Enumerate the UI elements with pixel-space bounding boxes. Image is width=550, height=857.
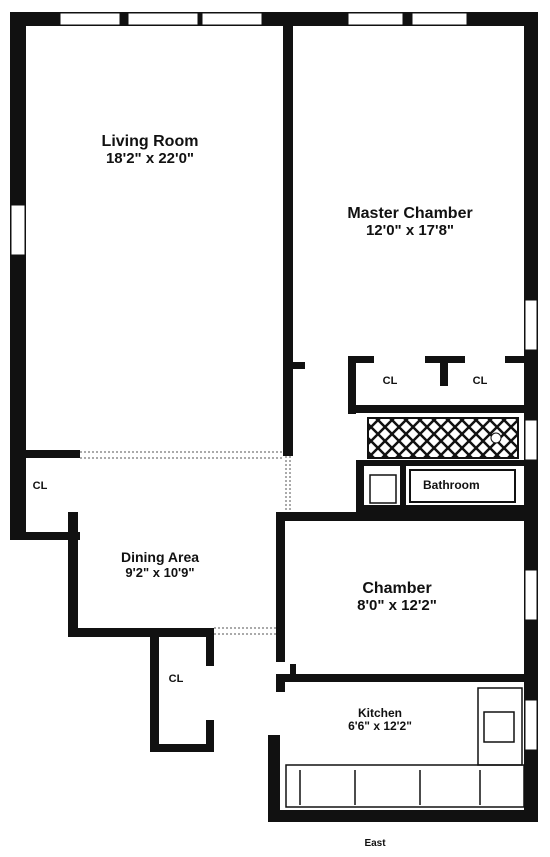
kitchen-counter xyxy=(285,687,525,808)
closet-label-master-left: CL xyxy=(382,375,398,387)
kitchen-dimensions: 6'6" x 12'2" xyxy=(348,719,412,734)
bathroom-label: Bathroom xyxy=(423,478,480,492)
closet-label-living: CL xyxy=(32,480,48,492)
toilet xyxy=(369,474,397,504)
tub-drain xyxy=(490,432,502,444)
living-room-name: Living Room xyxy=(101,133,199,150)
kitchen-label: Kitchen 6'6" x 12'2" xyxy=(348,706,412,734)
living-room-label: Living Room 18'2" x 22'0" xyxy=(102,133,199,168)
door-marks xyxy=(268,664,296,745)
dining-area-name: Dining Area xyxy=(120,549,200,565)
master-chamber-dimensions: 12'0" x 17'8" xyxy=(365,221,455,239)
compass-direction: East xyxy=(364,838,386,849)
chamber-dimensions: 8'0" x 12'2" xyxy=(357,596,437,614)
kitchen-name: Kitchen xyxy=(357,706,403,720)
openings xyxy=(80,451,291,635)
interior-walls xyxy=(276,26,525,692)
chamber-label: Chamber 8'0" x 12'2" xyxy=(357,580,437,615)
master-chamber-name: Master Chamber xyxy=(347,205,473,222)
dining-area-label: Dining Area 9'2" x 10'9" xyxy=(120,549,200,580)
chamber-name: Chamber xyxy=(362,580,432,597)
closet-label-dining: CL xyxy=(168,673,184,685)
master-chamber-label: Master Chamber 12'0" x 17'8" xyxy=(347,205,472,240)
dining-area-dimensions: 9'2" x 10'9" xyxy=(125,564,195,580)
bath-fixture xyxy=(409,469,516,503)
living-room-dimensions: 18'2" x 22'0" xyxy=(105,149,195,167)
closet-label-master-right: CL xyxy=(472,375,488,387)
windows xyxy=(10,12,538,751)
